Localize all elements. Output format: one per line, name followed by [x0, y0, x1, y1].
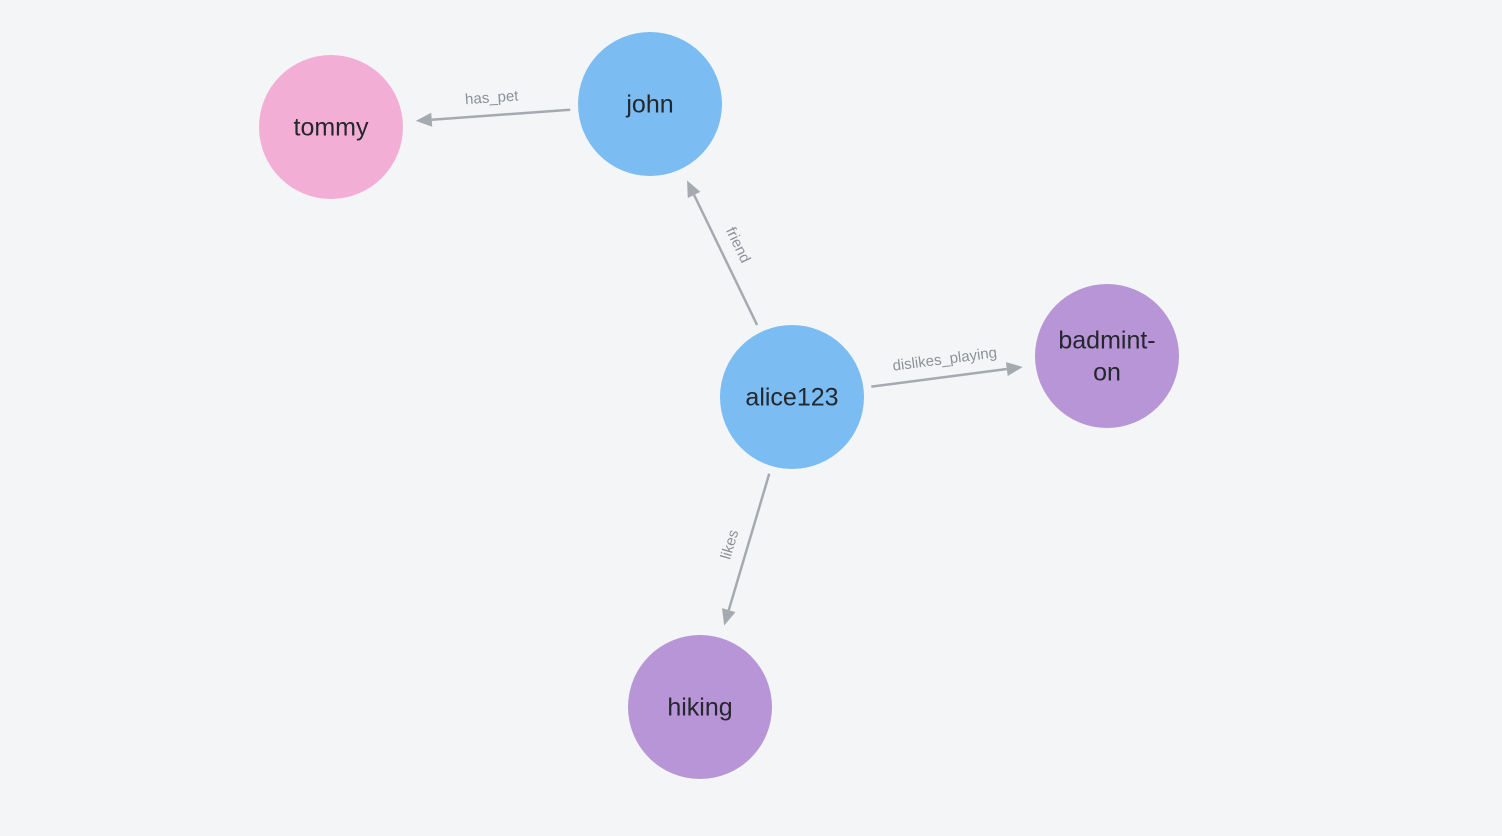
edge-has_pet: has_pet: [415, 87, 571, 127]
node-label-hiking: hiking: [667, 694, 732, 722]
node-circle-badminton[interactable]: [1035, 284, 1179, 428]
node-label-john: john: [625, 91, 673, 119]
node-circle-hiking[interactable]: [628, 635, 772, 779]
arrowhead-icon: [687, 180, 701, 198]
edge-line-likes[interactable]: [727, 473, 771, 611]
node-hiking: hiking: [628, 635, 772, 779]
node-john: john: [578, 32, 722, 176]
node-layer: tommy john alice123 badmint-on hiking: [259, 32, 1179, 779]
edge-line-friend[interactable]: [692, 194, 759, 326]
arrowhead-icon: [722, 608, 736, 626]
edge-line-has_pet[interactable]: [431, 108, 571, 121]
node-label-tommy: tommy: [294, 114, 370, 142]
arrowhead-icon: [415, 112, 433, 127]
node-tommy: tommy: [259, 55, 403, 199]
node-circle-john[interactable]: [578, 32, 722, 176]
edge-line-dislikes_playing[interactable]: [871, 367, 1008, 388]
node-alice123: alice123: [720, 325, 864, 469]
node-label-alice123: alice123: [745, 384, 838, 412]
node-circle-tommy[interactable]: [259, 55, 403, 199]
node-label-badminton: badmint-on: [1058, 327, 1155, 387]
edge-label-has_pet: has_pet: [464, 87, 519, 108]
node-badminton: badmint-on: [1035, 284, 1179, 428]
arrowhead-icon: [1005, 362, 1023, 376]
node-circle-alice123[interactable]: [720, 325, 864, 469]
